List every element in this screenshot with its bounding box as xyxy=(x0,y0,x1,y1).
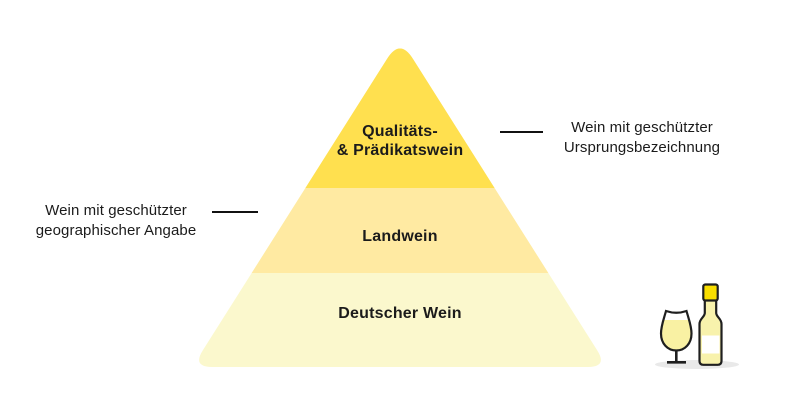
wine-glass-and-bottle-icon xyxy=(655,283,739,369)
wine-bottle-label xyxy=(702,335,720,354)
annotation-left-geographische-angabe: Wein mit geschützter geographischer Anga… xyxy=(35,202,197,239)
tier-label-qualitaetswein: Qualitäts- & Prädikatswein xyxy=(336,123,464,159)
tier-label-deutscher-wein: Deutscher Wein xyxy=(338,305,462,322)
wine-bottle-cap xyxy=(702,283,719,302)
wine-glass-outline xyxy=(659,309,693,352)
annotation-right-ursprungsbezeichnung: Wein mit geschützter Ursprungsbezeichnun… xyxy=(563,119,721,156)
tier-label-landwein: Landwein xyxy=(362,228,438,245)
wine-bottle-body xyxy=(698,297,723,366)
